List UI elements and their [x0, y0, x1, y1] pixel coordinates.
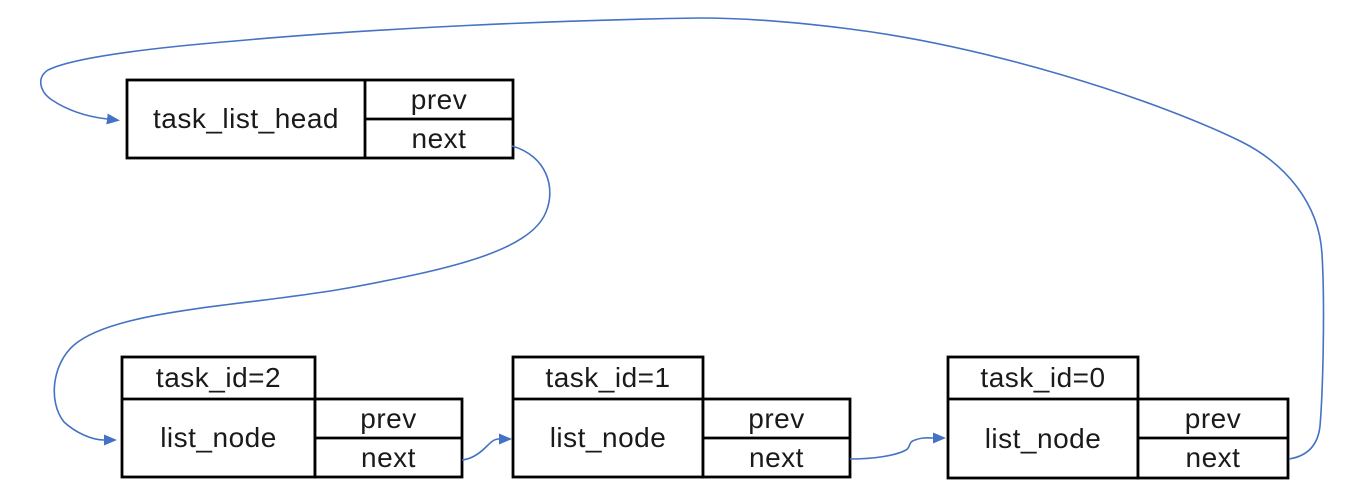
node2-body-label: list_node [984, 422, 1102, 454]
node0-next-label: next [361, 441, 416, 473]
arrow-node2-next-to-head [40, 17, 1325, 460]
node2-prev-label: prev [1184, 402, 1242, 434]
node2-left-box [946, 355, 1140, 480]
arrow-node0-next-to-node1 [461, 433, 512, 461]
node1-next-label: next [749, 441, 804, 473]
node0-prev-label: prev [360, 402, 417, 434]
node0-id-label: task_id=2 [155, 362, 282, 393]
head-prev-label: prev [410, 83, 468, 115]
node1-body-label: list_node [549, 422, 667, 453]
node2-id-label: task_id=0 [980, 362, 1106, 393]
node1-id-label: task_id=1 [545, 362, 671, 393]
head-next-label: next [411, 122, 467, 154]
node0-body-label: list_node [160, 422, 277, 453]
node1-left-box [511, 355, 705, 479]
node0-left-box [120, 355, 317, 479]
node2-next-label: next [1185, 442, 1241, 473]
node1-prev-label: prev [748, 402, 805, 434]
head-label: task_list_head [152, 103, 339, 134]
arrow-head-next-to-node0 [53, 145, 551, 446]
arrow-node1-next-to-node2 [849, 432, 946, 460]
